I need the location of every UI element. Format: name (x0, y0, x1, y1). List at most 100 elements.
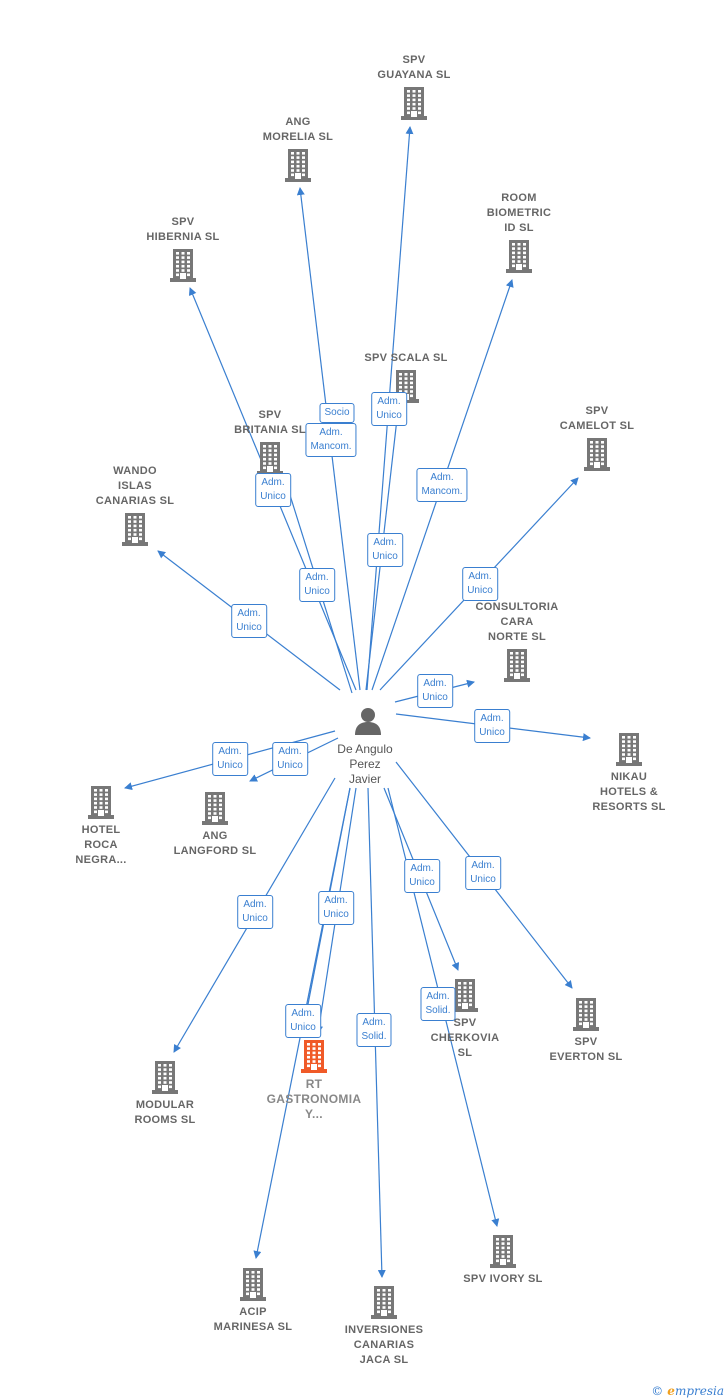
edge-role-text: Adm. (423, 678, 447, 689)
company-label-ang-langford[interactable]: ANG LANGFORD SL (150, 829, 280, 859)
edge-role-text: Adm. (237, 608, 261, 619)
edge-role-label[interactable]: Adm.Solid. (420, 987, 456, 1021)
edge-role-label[interactable]: Adm.Unico (404, 859, 440, 893)
company-name-line: EVERTON SL (549, 1051, 623, 1063)
edge-role-label[interactable]: Adm.Unico (255, 473, 291, 507)
building-icon[interactable] (152, 1060, 178, 1094)
edge-role-text: Adm. (362, 1017, 386, 1028)
edge-role-label[interactable]: Adm.Unico (367, 533, 403, 567)
building-icon[interactable] (504, 648, 530, 682)
company-name-line: ANG (202, 830, 228, 842)
edge-role-label[interactable]: Adm.Unico (417, 674, 453, 708)
company-name-line: WANDO (113, 465, 157, 477)
center-person-name[interactable]: De Angulo Perez Javier (315, 742, 415, 787)
company-label-spv-scala[interactable]: SPV SCALA SL (341, 351, 471, 366)
company-name-line: JACA SL (359, 1354, 409, 1366)
building-icon[interactable] (371, 1285, 397, 1319)
building-icon[interactable] (240, 1267, 266, 1301)
edge-role-text: Socio (324, 407, 350, 418)
company-name-line: ROOM (501, 192, 537, 204)
building-icon[interactable] (506, 239, 532, 273)
edge-role-label[interactable]: Adm.Unico (212, 742, 248, 776)
building-icon[interactable] (490, 1234, 516, 1268)
edge-role-text: Unico (290, 1022, 316, 1033)
company-name-line: CANARIAS (353, 1339, 415, 1351)
edge-role-label[interactable]: Adm.Unico (237, 895, 273, 929)
edge-role-label[interactable]: Adm. Unico (285, 1004, 321, 1038)
company-name-line: GUAYANA SL (377, 69, 451, 81)
company-name-line: SPV (585, 405, 609, 417)
copyright-icon: © (651, 1384, 664, 1398)
edge-role-text: Unico (242, 913, 268, 924)
building-icon[interactable] (401, 86, 427, 120)
company-name-line: HOTEL (81, 824, 121, 836)
edge-role-text: Adm. (468, 571, 492, 582)
building-icon[interactable] (616, 732, 642, 766)
edge-role-label[interactable]: Adm. Unico (474, 709, 510, 743)
company-name-line: MORELIA SL (262, 131, 334, 143)
edge-role-text: Unico (470, 874, 496, 885)
empresia-footer: ©empresia (651, 1384, 724, 1398)
building-icon[interactable] (122, 512, 148, 546)
edge-role-label[interactable]: Adm.Unico (371, 392, 407, 426)
edge-role-label[interactable]: Adm.Solid. (356, 1013, 392, 1047)
company-name-line: GASTRONOMIA (266, 1092, 362, 1106)
edge-role-label[interactable]: Adm.Unico (462, 567, 498, 601)
building-icon[interactable] (88, 785, 114, 819)
edge-role-text: Unico (479, 727, 505, 738)
edge-role-text: Adm. (319, 427, 343, 438)
edge-role-text: Adm. (218, 746, 242, 757)
building-icon[interactable] (257, 441, 283, 475)
company-label-spv-camelot[interactable]: SPV CAMELOT SL (532, 404, 662, 434)
company-name-line: CHERKOVIA (430, 1032, 500, 1044)
building-icon[interactable] (202, 791, 228, 825)
edge-role-text: Adm. (471, 860, 495, 871)
edge-role-text: Adm. (291, 1008, 315, 1019)
edge-role-text: Adm. (426, 991, 450, 1002)
edge-role-label[interactable]: Socio (319, 403, 355, 423)
building-icon[interactable] (573, 997, 599, 1031)
edge-role-label[interactable]: Adm.Unico (299, 568, 335, 602)
edge-role-text: Adm. (480, 713, 504, 724)
building-icon[interactable] (170, 248, 196, 282)
company-label-spv-everton[interactable]: SPV EVERTON SL (521, 1035, 651, 1065)
company-name-line: BIOMETRIC (486, 207, 552, 219)
edge-role-text: Adm. (324, 895, 348, 906)
company-name-line: CAMELOT SL (559, 420, 635, 432)
edge-role-label[interactable]: Adm. Unico (465, 856, 501, 890)
center-name-line: De Angulo (337, 742, 393, 756)
company-name-line: SPV (574, 1036, 598, 1048)
edge-role-label[interactable]: Adm.Mancom. (416, 468, 468, 502)
edge-role-text: Unico (277, 760, 303, 771)
building-icon[interactable] (285, 148, 311, 182)
company-name-line: CANARIAS SL (95, 495, 175, 507)
company-name-line: HOTELS & (599, 786, 658, 798)
building-icon[interactable] (452, 978, 478, 1012)
edge-role-label[interactable]: Adm.Unico (318, 891, 354, 925)
edge-role-label[interactable]: Adm.Unico (231, 604, 267, 638)
person-icon[interactable] (353, 705, 383, 735)
building-icon[interactable] (584, 437, 610, 471)
edge-role-label[interactable]: Adm. Unico (272, 742, 308, 776)
edge-role-label[interactable]: Adm.Mancom. (305, 423, 357, 457)
company-name-line: ACIP (239, 1306, 267, 1318)
edge-role-text: Adm. (430, 472, 454, 483)
building-icon[interactable] (301, 1039, 327, 1073)
company-label-spv-ivory[interactable]: SPV IVORY SL (438, 1272, 568, 1287)
company-name-line: LANGFORD SL (173, 845, 257, 857)
edge-role-text: Adm. (278, 746, 302, 757)
